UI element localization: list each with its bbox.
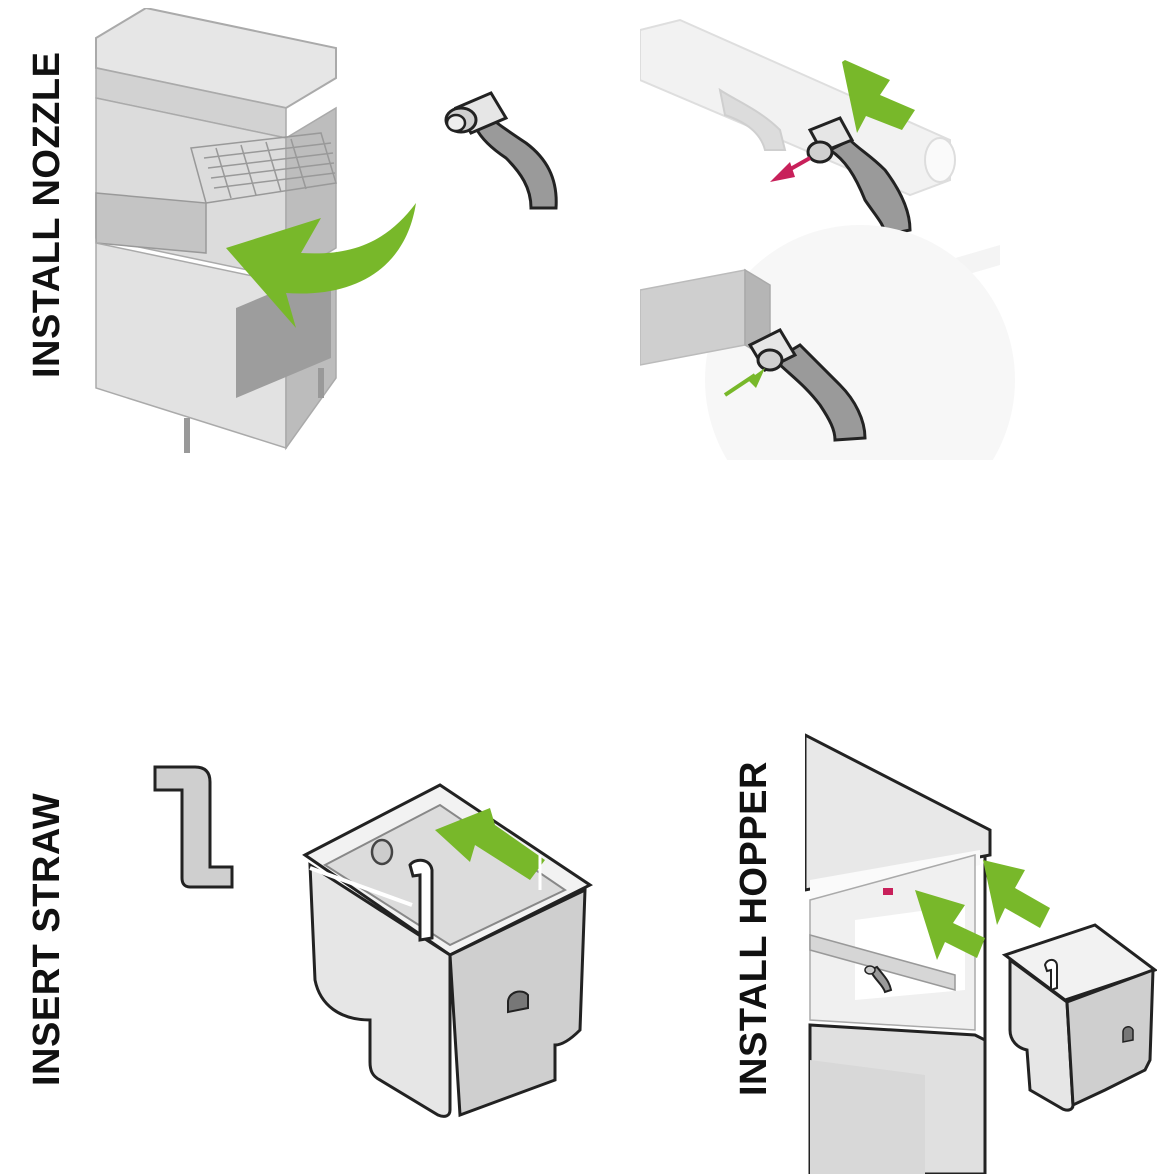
straw-part bbox=[150, 762, 245, 892]
nozzle-part bbox=[436, 78, 576, 218]
insert-straw-title: INSERT STRAW bbox=[26, 793, 69, 1086]
install-hopper-title: INSTALL HOPPER bbox=[733, 761, 776, 1096]
hopper-install-illustration bbox=[805, 730, 1157, 1174]
install-nozzle-title: INSTALL NOZZLE bbox=[26, 52, 69, 378]
nozzle-install-detail bbox=[640, 0, 1157, 460]
machine-illustration bbox=[86, 8, 446, 458]
hopper-with-straw bbox=[300, 780, 600, 1120]
